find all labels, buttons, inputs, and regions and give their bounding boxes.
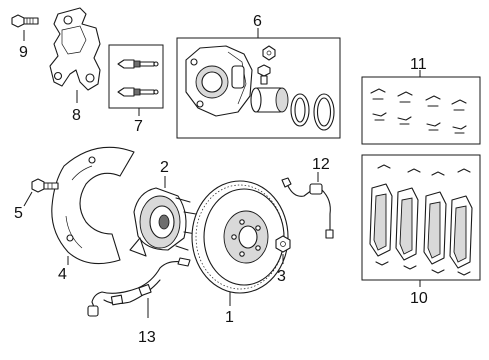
part-8-caliper-bracket: [49, 7, 101, 91]
leader-5: [23, 191, 33, 207]
part-12-brake-hose: [281, 177, 334, 239]
callout-2: 2: [160, 159, 169, 176]
part-4-dust-shield: [51, 146, 135, 265]
part-9-bolt: [11, 14, 39, 28]
callout-3: 3: [277, 268, 286, 285]
callout-12: 12: [312, 156, 330, 173]
part-7-box: [108, 44, 164, 109]
callout-11: 11: [410, 56, 427, 73]
part-13-abs-sensor-wire: [87, 257, 191, 317]
callout-4: 4: [58, 266, 67, 283]
part-3-lug-nut: [275, 235, 291, 253]
part-6-seal-large: [313, 93, 335, 131]
callout-1: 1: [225, 309, 234, 326]
part-6-seal-small: [290, 93, 310, 127]
callout-9: 9: [19, 44, 28, 61]
callout-10: 10: [410, 290, 428, 307]
part-6-bleeder-screw: [257, 45, 276, 85]
part-1-brake-rotor: [191, 180, 289, 294]
part-11-clips: [370, 88, 467, 134]
part-5-bolt: [31, 178, 59, 193]
part-10-brake-pads: [369, 183, 473, 269]
callout-5: 5: [14, 205, 23, 222]
callout-13: 13: [138, 329, 156, 346]
callout-6: 6: [253, 13, 262, 30]
callout-8: 8: [72, 107, 81, 124]
part-6-caliper-body: [185, 45, 253, 117]
part-2-hub-bearing: [129, 187, 197, 257]
part-10-pad-clips-top: [377, 164, 471, 176]
part-6-piston: [250, 87, 289, 113]
part-10-pad-clips-bottom: [375, 261, 471, 276]
part-7-guide-pins: [117, 59, 159, 97]
callout-7: 7: [134, 118, 143, 135]
